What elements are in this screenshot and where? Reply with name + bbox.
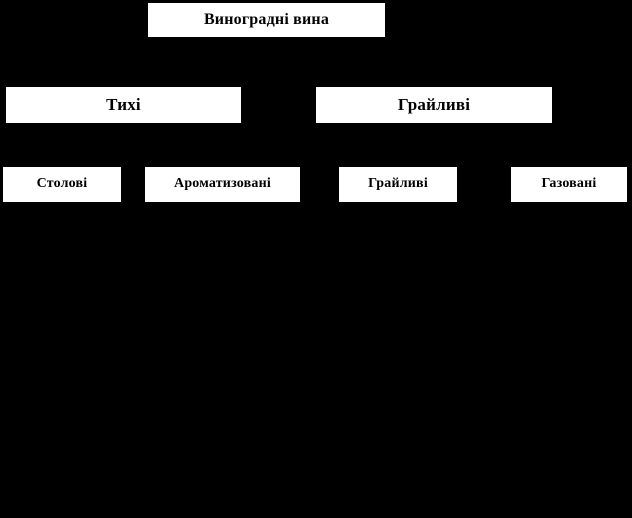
node-carbonated-wines: Газовані: [510, 166, 628, 203]
connector-to-level2-left: [122, 47, 124, 86]
node-sparkling-wines: Грайливі: [315, 86, 553, 124]
connector-level2-right-horizontal: [397, 135, 571, 137]
connector-to-level3-b: [221, 135, 223, 166]
connector-root-stem: [264, 38, 266, 48]
connector-to-level3-d: [569, 135, 571, 166]
connector-to-level3-a: [61, 135, 63, 166]
connector-root-horizontal: [122, 47, 407, 49]
connector-to-level2-right: [405, 47, 407, 86]
node-sparkling-natural-wines: Грайливі: [338, 166, 458, 203]
node-grape-wines: Виноградні вина: [147, 2, 386, 38]
connector-to-level3-c: [397, 135, 399, 166]
connector-level2-left-horizontal: [61, 135, 223, 137]
connector-level2-right-stem: [433, 124, 435, 136]
node-flavored-wines: Ароматизовані: [144, 166, 301, 203]
node-still-wines: Тихі: [5, 86, 242, 124]
connector-level2-left-stem: [122, 124, 124, 136]
node-table-wines: Столові: [2, 166, 122, 203]
